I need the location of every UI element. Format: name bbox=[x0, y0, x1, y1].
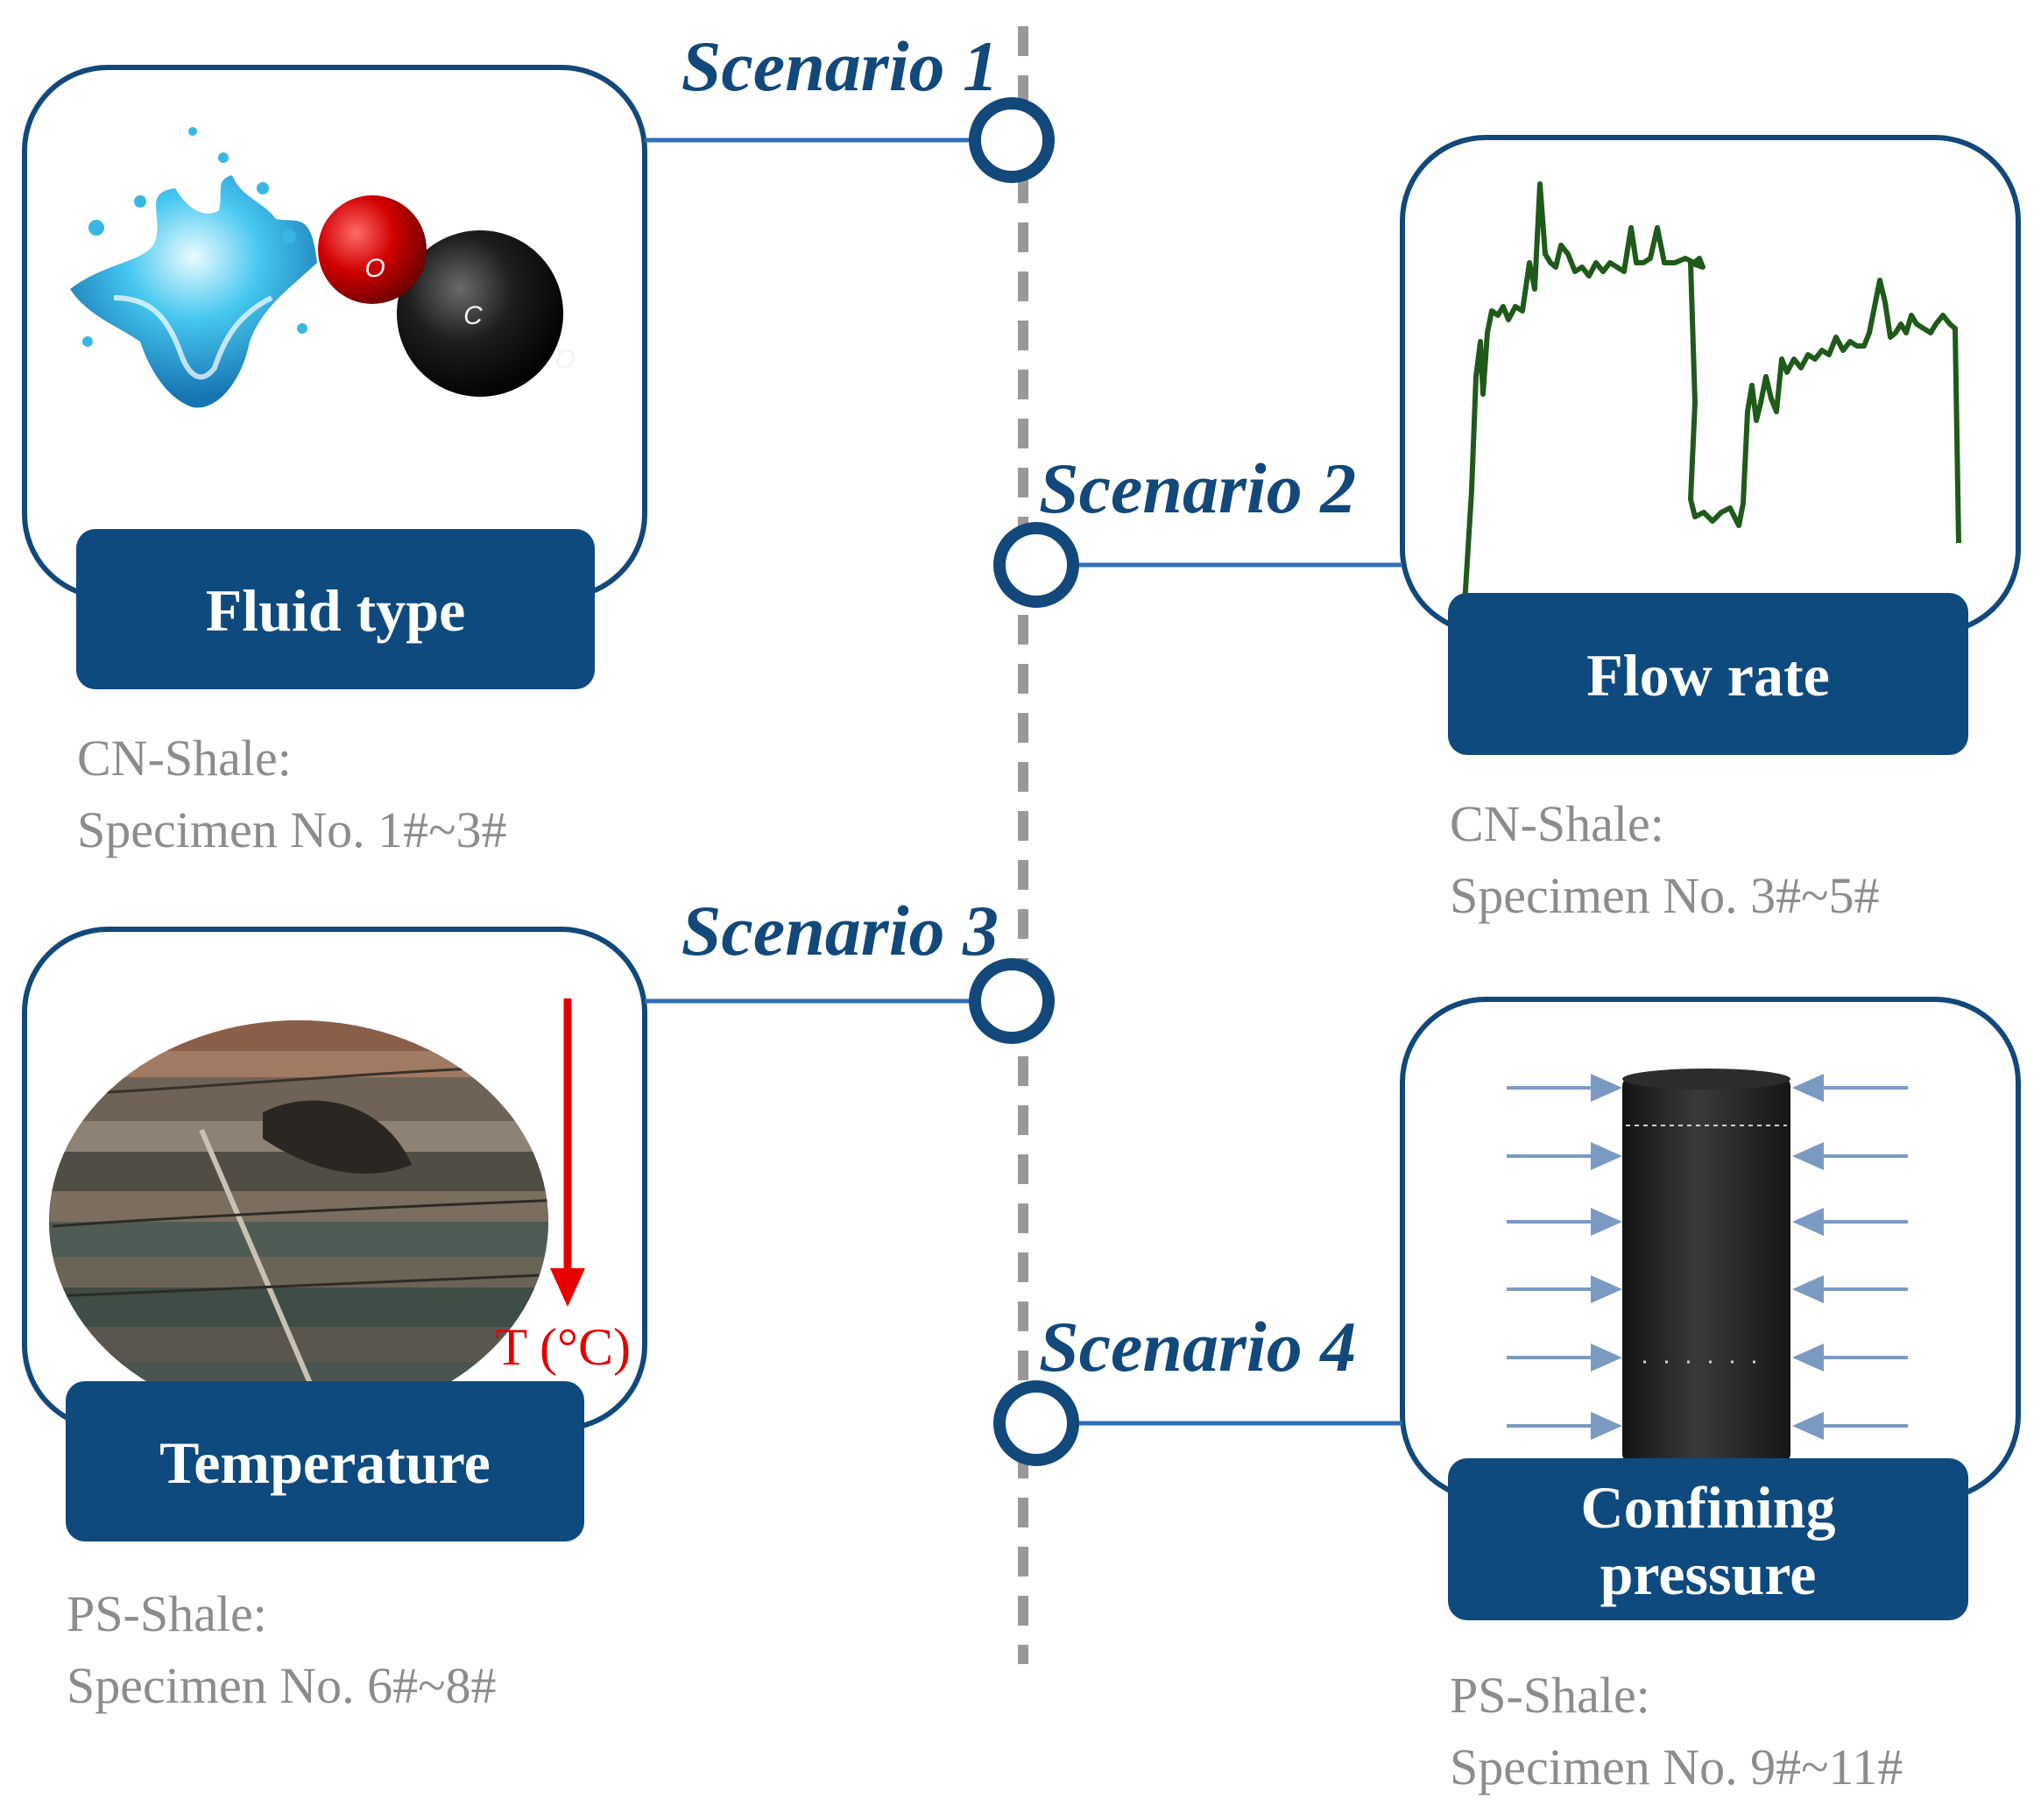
confining-pressure-label-line-1: Confining bbox=[1581, 1474, 1836, 1541]
fluid-type-label: Fluid type bbox=[206, 577, 466, 644]
scenario-3-node bbox=[969, 958, 1055, 1044]
flow-rate-label-box bbox=[1448, 593, 1968, 755]
co2-molecule-icon: O C O bbox=[318, 195, 576, 397]
core-specimen-icon bbox=[1622, 1069, 1790, 1463]
temperature-label-box bbox=[66, 1381, 584, 1541]
scenario-2-spec-line-2: Specimen No. 3#~5# bbox=[1450, 867, 1879, 924]
scenario-2-title: Scenario 2 bbox=[1039, 448, 1356, 528]
scenario-2-card bbox=[1400, 135, 2021, 635]
water-splash-icon bbox=[70, 127, 317, 408]
scenario-3-spec-line-2: Specimen No. 6#~8# bbox=[67, 1657, 496, 1714]
scenario-1-spec-line-1: CN-Shale: bbox=[77, 730, 292, 787]
flow-rate-label: Flow rate bbox=[1586, 642, 1830, 709]
confining-pressure-label-box bbox=[1448, 1458, 1968, 1620]
scenario-3: Scenario 3 T (°C) Tem bbox=[22, 891, 1055, 1714]
co2-oxygen-2: O bbox=[554, 345, 575, 374]
co2-carbon: C bbox=[463, 301, 483, 330]
scenario-3-title: Scenario 3 bbox=[682, 891, 999, 970]
flow-rate-line-icon bbox=[1462, 181, 1961, 605]
scenario-4-spec-line-2: Specimen No. 9#~11# bbox=[1450, 1739, 1903, 1795]
pressure-arrow-icon bbox=[1507, 1074, 1908, 1440]
scenario-2-spec-line-1: CN-Shale: bbox=[1450, 795, 1664, 852]
scenario-1: Scenario 1 O C O Fluid type CN-Shale: Sp bbox=[22, 26, 1055, 858]
co2-oxygen-1: O bbox=[364, 254, 385, 283]
scenario-4-node bbox=[993, 1380, 1079, 1466]
scenario-1-title: Scenario 1 bbox=[682, 26, 999, 106]
scenario-3-spec-line-1: PS-Shale: bbox=[67, 1585, 267, 1642]
scenario-2: Scenario 2 Flow rate CN-Shale: Specimen … bbox=[993, 135, 2021, 924]
temperature-arrow-label: T (°C) bbox=[495, 1318, 631, 1376]
scenario-4: Scenario 4 Confining pressure PS-Shal bbox=[993, 997, 2021, 1795]
temperature-label: Temperature bbox=[159, 1429, 491, 1496]
temperature-arrow-icon bbox=[550, 998, 585, 1307]
scenario-2-node bbox=[993, 522, 1079, 608]
scenario-1-node bbox=[969, 97, 1055, 183]
scenario-1-spec-line-2: Specimen No. 1#~3# bbox=[77, 801, 506, 858]
scenario-4-spec-line-1: PS-Shale: bbox=[1450, 1667, 1650, 1724]
fluid-type-label-box bbox=[76, 529, 595, 689]
scenario-4-title: Scenario 4 bbox=[1039, 1307, 1356, 1386]
confining-pressure-label-line-2: pressure bbox=[1600, 1541, 1817, 1607]
